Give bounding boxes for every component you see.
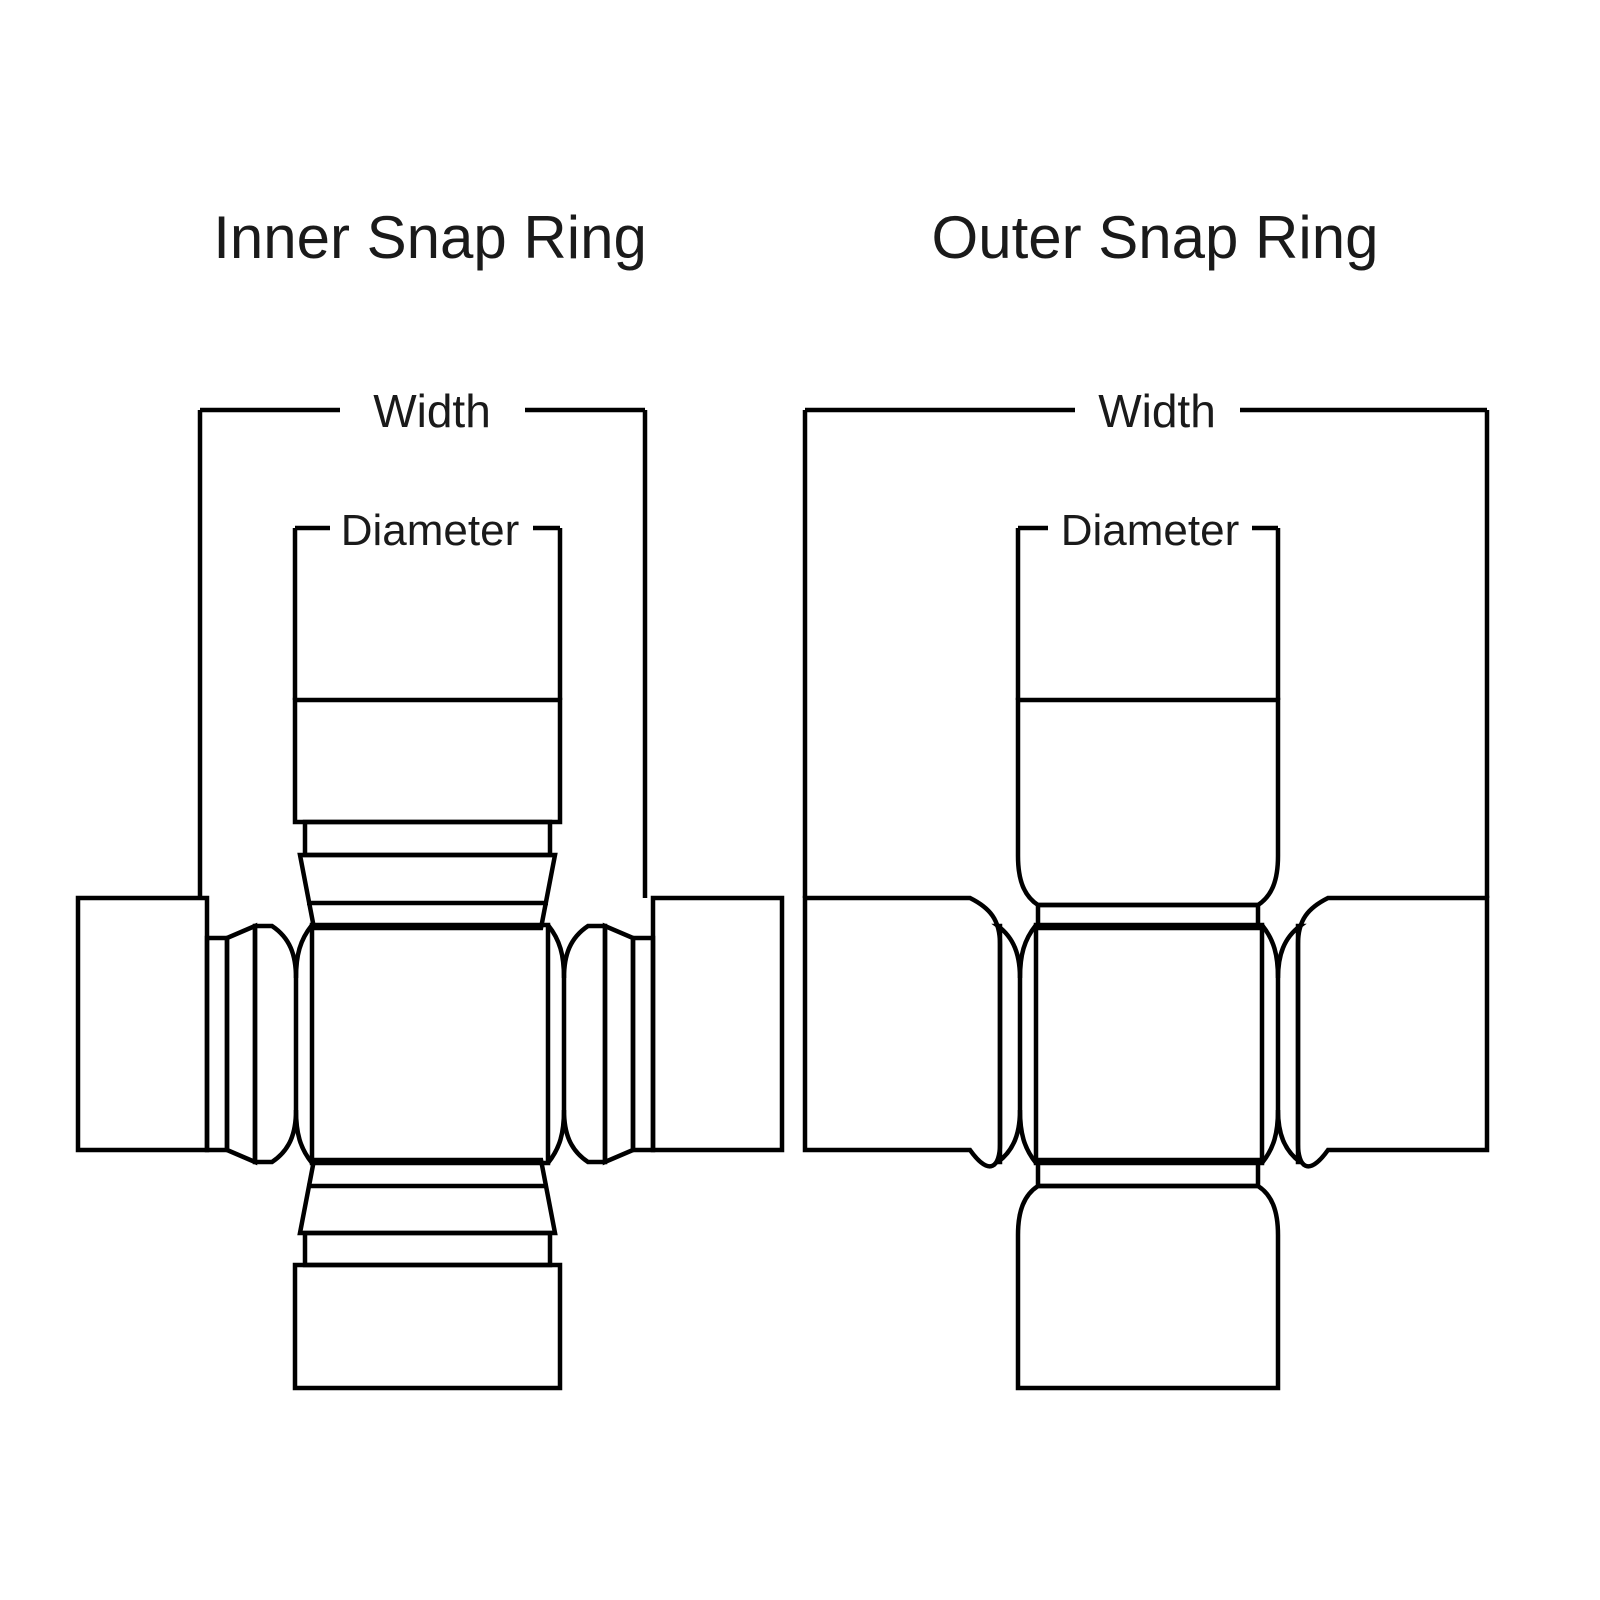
left-arm-shoulder-outer bbox=[991, 923, 1023, 1165]
width-label-outer: Width bbox=[1098, 385, 1216, 437]
width-dimension-outer: Width bbox=[802, 385, 1490, 898]
width-label-inner: Width bbox=[373, 385, 491, 437]
right-arm-cap-body-outer bbox=[1295, 895, 1490, 1169]
top-cap-body-inner bbox=[292, 697, 563, 825]
panel-title-outer: Outer Snap Ring bbox=[932, 204, 1379, 271]
bottom-cap-shoulder-inner bbox=[297, 1157, 558, 1236]
right-arm-cap-body-inner bbox=[650, 895, 785, 1153]
bottom-cap-body-inner bbox=[292, 1262, 563, 1391]
panel-outer-snap-ring: Outer Snap Ring Width Diameter bbox=[802, 204, 1490, 1391]
diameter-dimension-outer: Diameter bbox=[1015, 506, 1281, 700]
width-dimension-inner: Width bbox=[197, 385, 648, 898]
u-joint-part-inner bbox=[75, 697, 785, 1391]
left-arm-cap-body-inner bbox=[75, 895, 210, 1153]
diameter-label-outer: Diameter bbox=[1061, 506, 1240, 555]
diameter-label-inner: Diameter bbox=[341, 506, 520, 555]
right-arm-shoulder-outer bbox=[1275, 923, 1307, 1165]
left-arm-cap-body-outer bbox=[802, 895, 1003, 1169]
bottom-cap-body-outer bbox=[1015, 1183, 1281, 1391]
panel-inner-snap-ring: Inner Snap Ring Width Diameter bbox=[75, 204, 785, 1391]
diameter-dimension-inner: Diameter bbox=[292, 506, 563, 700]
top-cap-band-outer bbox=[1035, 902, 1261, 931]
u-joint-part-outer bbox=[802, 697, 1490, 1391]
panel-title-inner: Inner Snap Ring bbox=[213, 204, 647, 271]
